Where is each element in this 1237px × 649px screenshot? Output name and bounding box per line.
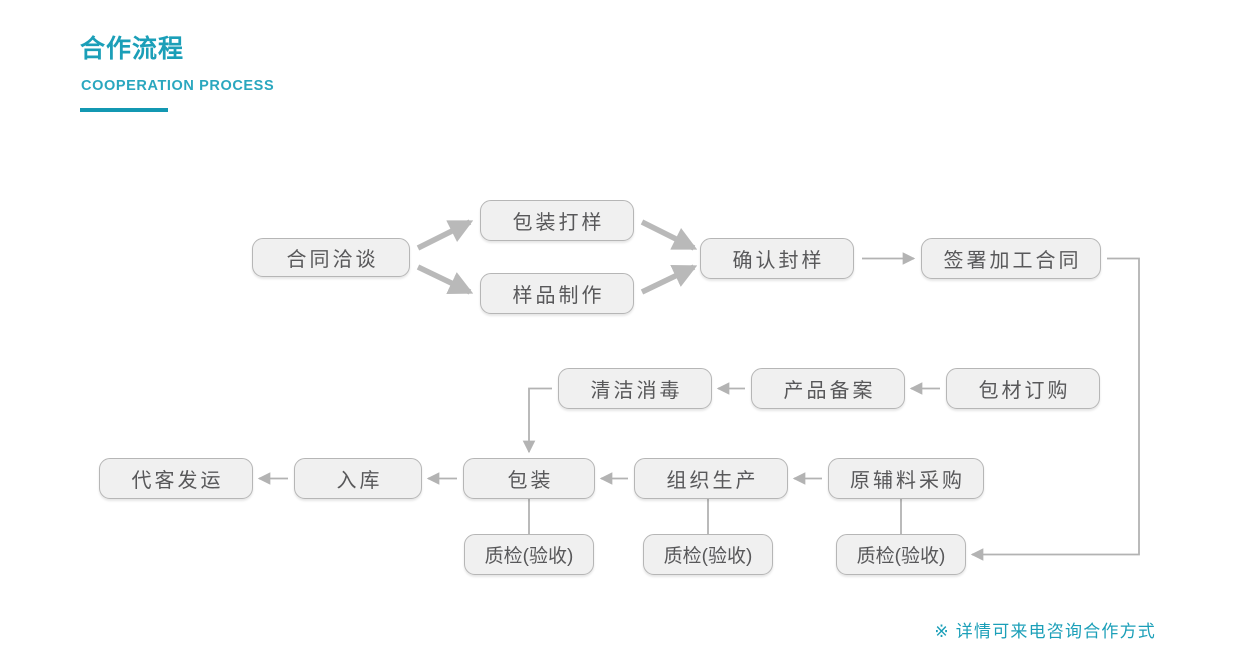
connector-cleaning-to-packaging — [522, 387, 552, 454]
node-qc-inspection-3[interactable]: 质检(验收) — [836, 534, 966, 575]
page-subtitle: COOPERATION PROCESS — [81, 78, 275, 94]
node-sample-production[interactable]: 样品制作 — [480, 273, 634, 314]
connector-proofing-to-confirm — [640, 219, 698, 251]
node-drop-shipping[interactable]: 代客发运 — [99, 458, 253, 499]
node-qc-inspection-2[interactable]: 质检(验收) — [643, 534, 773, 575]
node-cleaning-disinfection[interactable]: 清洁消毒 — [558, 368, 712, 409]
node-product-filing[interactable]: 产品备案 — [751, 368, 905, 409]
page-title: 合作流程 — [80, 35, 185, 63]
page-header: 合作流程 COOPERATION PROCESS — [80, 34, 274, 112]
node-confirm-sealed-sample[interactable]: 确认封样 — [700, 238, 854, 279]
node-warehousing[interactable]: 入库 — [294, 458, 422, 499]
node-packaging-proofing[interactable]: 包装打样 — [480, 200, 634, 241]
node-sign-processing-contract[interactable]: 签署加工合同 — [921, 238, 1101, 279]
node-organize-production[interactable]: 组织生产 — [634, 458, 788, 499]
node-qc-inspection-1[interactable]: 质检(验收) — [464, 534, 594, 575]
node-contract-negotiation[interactable]: 合同洽谈 — [252, 238, 410, 277]
contact-note: ※ 详情可来电咨询合作方式 — [934, 622, 1156, 641]
title-underline-rule — [80, 108, 168, 112]
node-raw-material-purchase[interactable]: 原辅料采购 — [828, 458, 984, 499]
connector-contract-to-proofing — [416, 219, 474, 251]
connector-sample-to-confirm — [640, 264, 698, 295]
connector-contract-to-sample — [416, 264, 474, 295]
node-packaging-order[interactable]: 包材订购 — [946, 368, 1100, 409]
node-packaging[interactable]: 包装 — [463, 458, 595, 499]
